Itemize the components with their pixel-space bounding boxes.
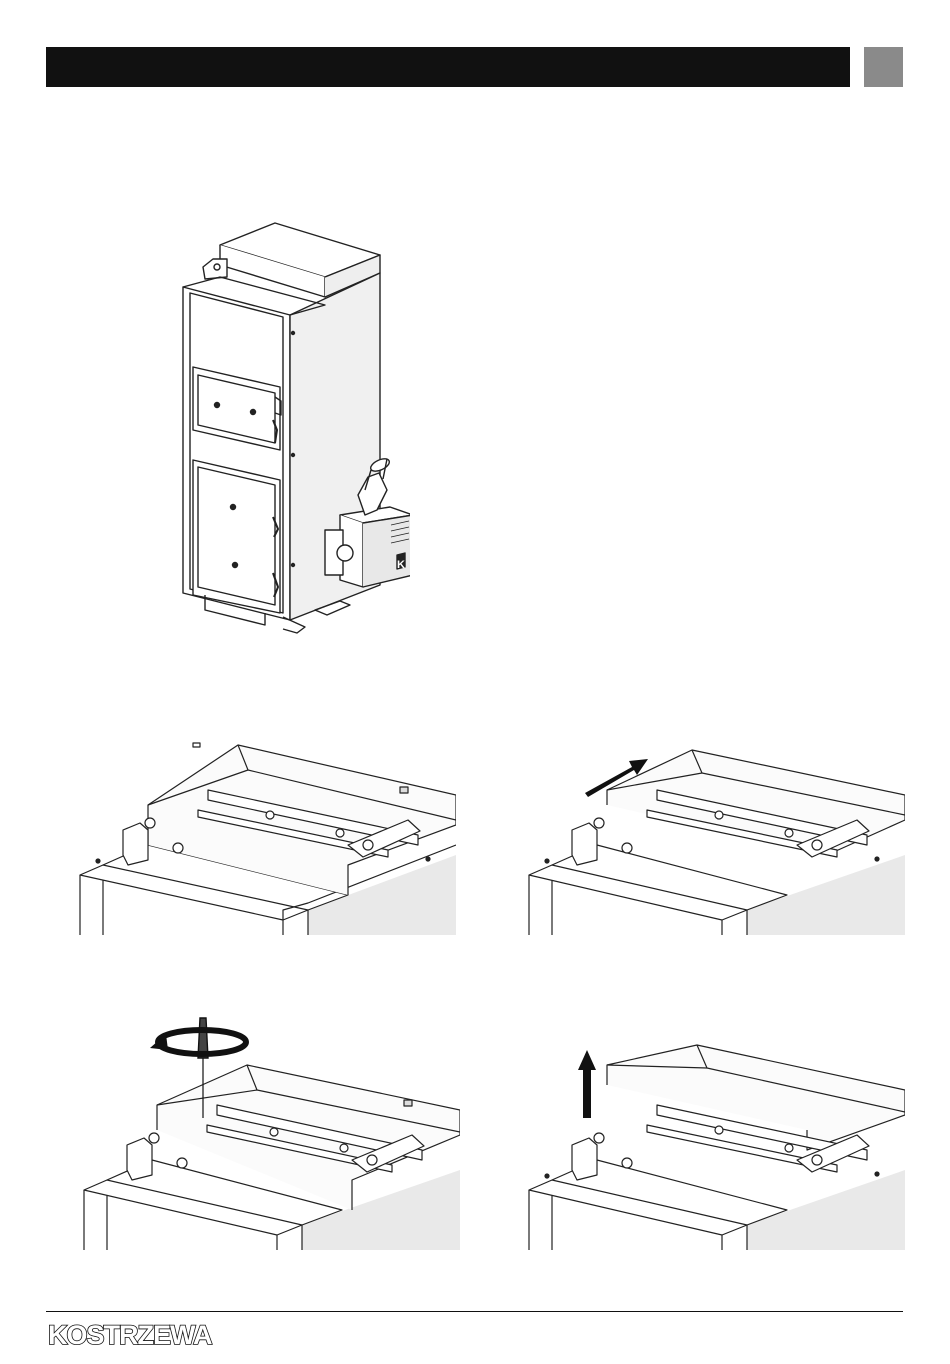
cover-removal-step-3 xyxy=(82,1010,460,1250)
cover-removal-step-2 xyxy=(527,745,905,935)
header-bar xyxy=(46,47,850,87)
cover-removal-step-1 xyxy=(78,735,456,935)
boiler-illustration: K xyxy=(165,215,410,635)
cover-removal-step-4 xyxy=(527,1040,905,1250)
logo-text: KOSTRZEWA xyxy=(48,1320,212,1348)
footer-rule xyxy=(46,1311,903,1312)
arrow-up-icon xyxy=(578,1050,596,1118)
svg-text:K: K xyxy=(397,559,405,571)
kostrzewa-logo: KOSTRZEWA xyxy=(46,1318,226,1348)
header-tab xyxy=(864,47,903,87)
